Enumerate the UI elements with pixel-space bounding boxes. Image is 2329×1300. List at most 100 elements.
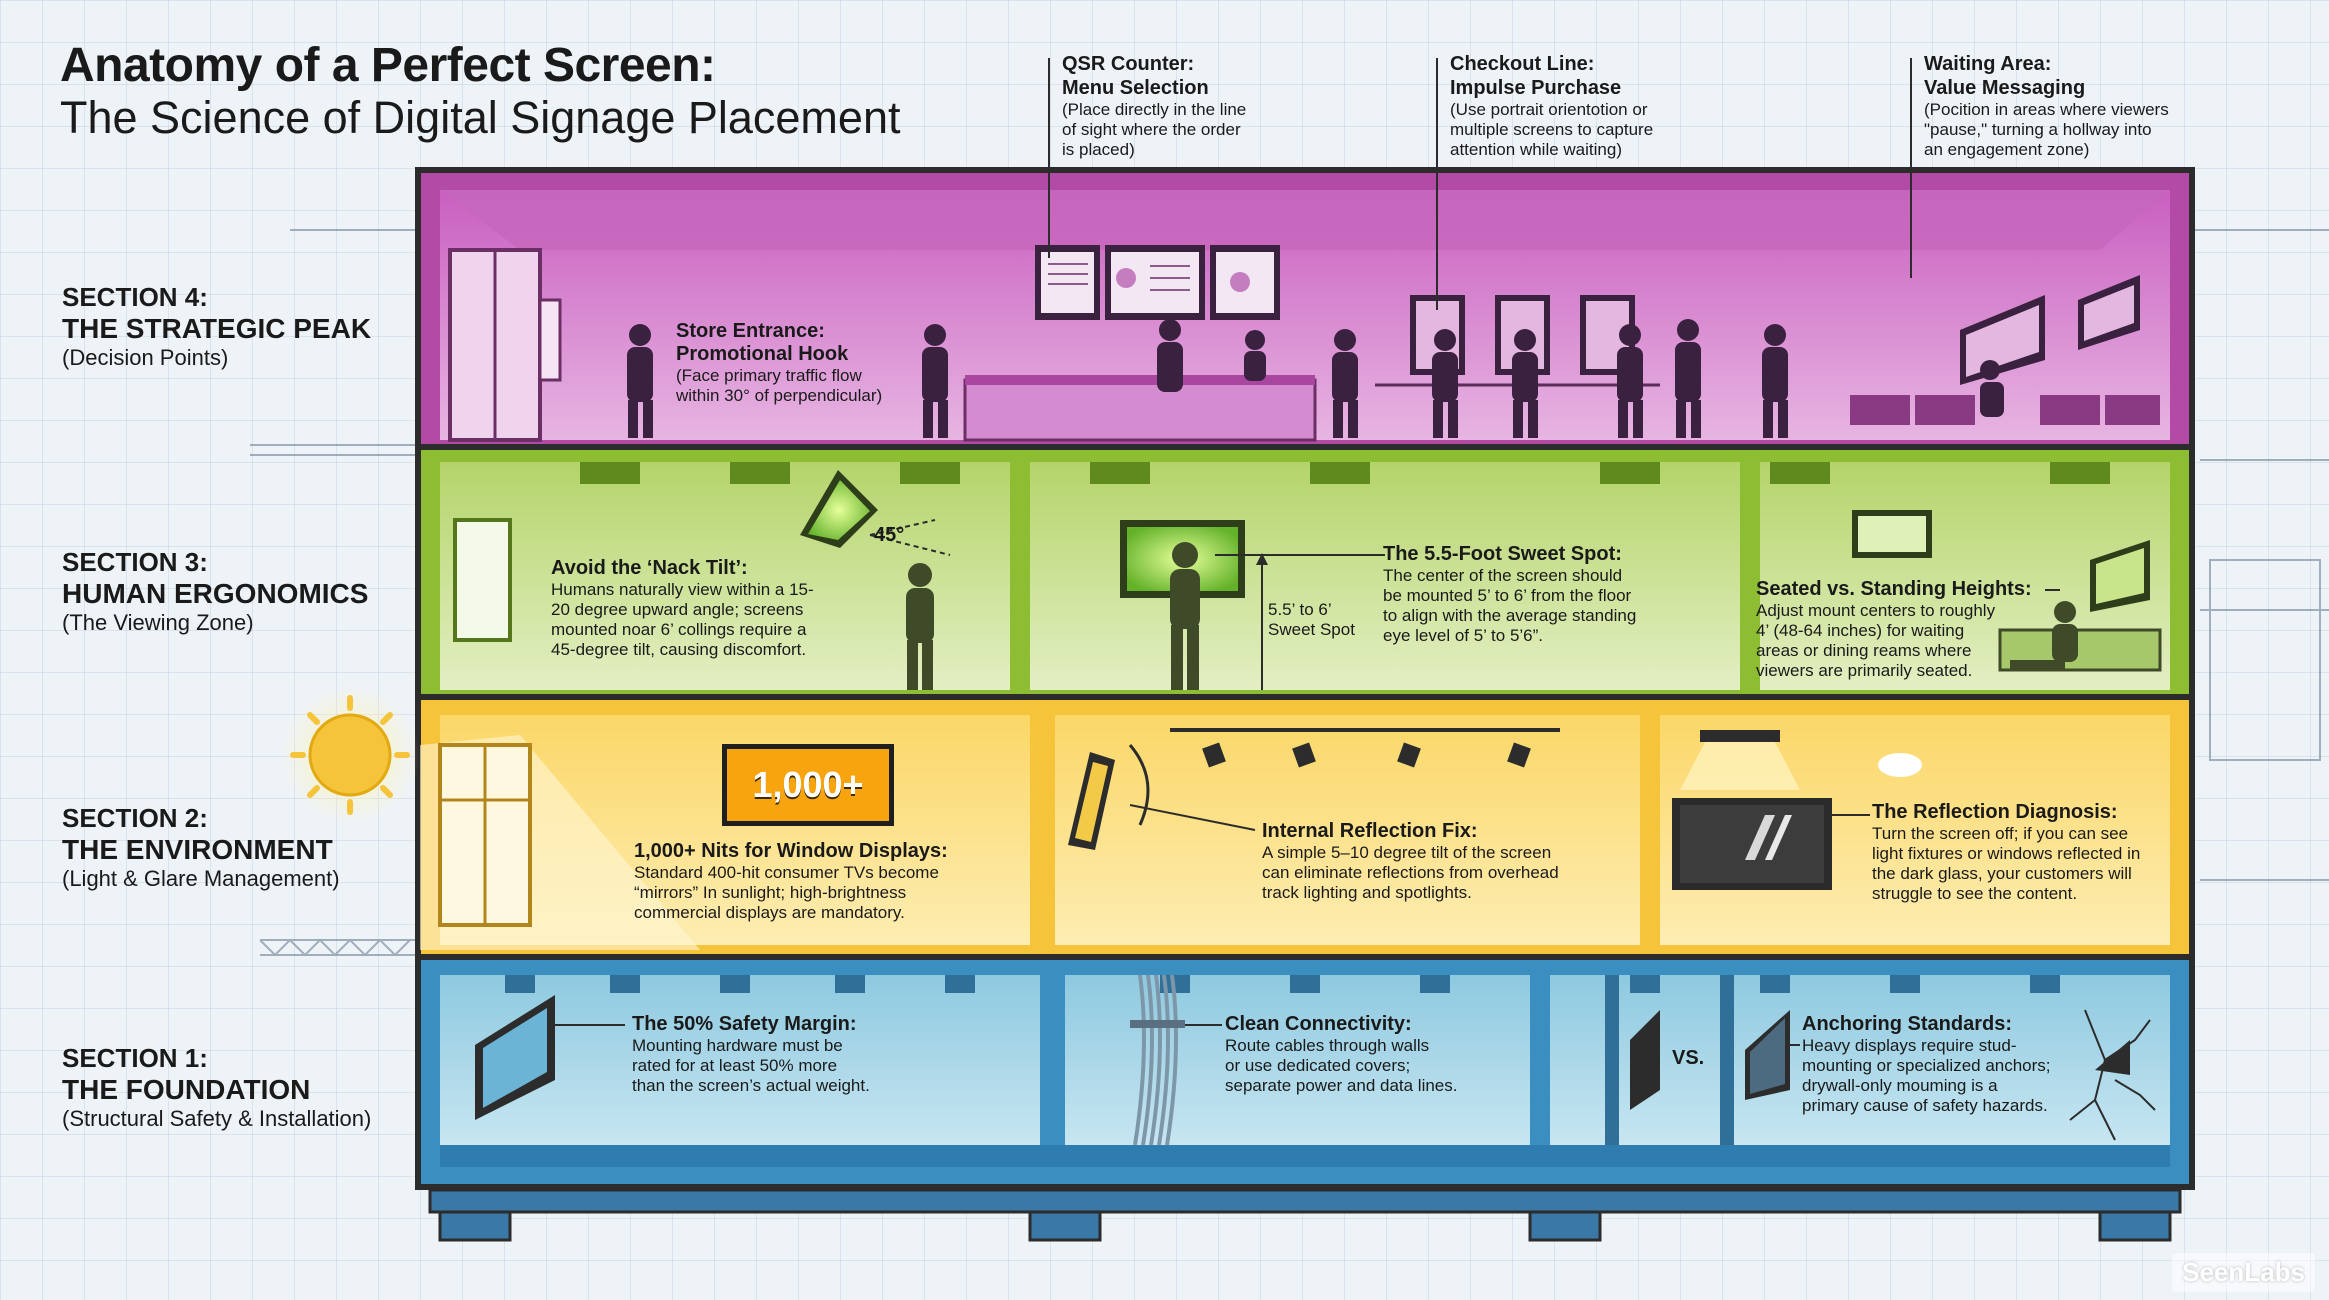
section-subtitle: (Light & Glare Management) bbox=[62, 866, 340, 891]
reflection-diagnosis-screen bbox=[1672, 730, 1922, 890]
callout-title: Menu Selection bbox=[1062, 77, 1209, 99]
callout-title: Store Entrance: bbox=[676, 320, 825, 342]
callout-reflection-diagnosis: The Reflection Diagnosis: Turn the scree… bbox=[1872, 801, 2172, 904]
section-heading: THE FOUNDATION bbox=[62, 1074, 311, 1105]
callout-text: (Place directly in the line bbox=[1062, 100, 1247, 119]
section-heading: THE STRATEGIC PEAK bbox=[62, 313, 372, 344]
nits-badge: 1,000+ bbox=[722, 744, 894, 826]
callout-text: is placed) bbox=[1062, 140, 1135, 159]
callout-sweet-spot: The 5.5-Foot Sweet Spot: The center of t… bbox=[1383, 543, 1683, 646]
callout-internal-reflection: Internal Reflection Fix: A simple 5–10 d… bbox=[1262, 820, 1592, 903]
callout-text: viewers are primarily seated. bbox=[1756, 661, 1973, 680]
callout-text: Mounting hardware must be bbox=[632, 1036, 843, 1055]
callout-text: A simple 5–10 degree tilt of the screen bbox=[1262, 843, 1552, 862]
callout-text: of sight where the order bbox=[1062, 120, 1241, 139]
seated-height-screens bbox=[1852, 510, 2162, 672]
floor-3-human-ergonomics bbox=[415, 444, 2195, 700]
callout-title: Waiting Area: bbox=[1924, 53, 2052, 75]
section-subtitle: (The Viewing Zone) bbox=[62, 610, 254, 635]
callout-seated-heights: Seated vs. Standing Heights: Adjust moun… bbox=[1756, 578, 2046, 681]
callout-title: The Reflection Diagnosis: bbox=[1872, 801, 2118, 823]
neck-tilt-screen bbox=[800, 470, 951, 556]
callout-text: Turn the screen off; if you can see bbox=[1872, 824, 2129, 843]
callout-text: the dark glass, your customers will bbox=[1872, 864, 2132, 883]
callout-text: mounted noar 6’ collings require a bbox=[551, 620, 807, 639]
floor-4-strategic-peak bbox=[415, 167, 2195, 450]
callout-text: eye level of 5’ to 5’6”. bbox=[1383, 626, 1544, 645]
marker-text: 5.5’ to 6’ bbox=[1268, 600, 1332, 619]
sweet-spot-marker: 5.5’ to 6’ Sweet Spot bbox=[1268, 600, 1368, 640]
callout-title: Clean Connectivity: bbox=[1225, 1013, 1412, 1035]
section-heading: HUMAN ERGONOMICS bbox=[62, 578, 369, 609]
callout-text: commercial displays are mandatory. bbox=[634, 903, 905, 922]
callout-waiting-area: Waiting Area: Value Messaging (Pocition … bbox=[1924, 52, 2254, 160]
callout-text: Adjust mount centers to roughly bbox=[1756, 601, 1996, 620]
callout-title: Impulse Purchase bbox=[1450, 77, 1622, 99]
callout-title: Seated vs. Standing Heights: bbox=[1756, 578, 2032, 600]
internal-reflection-tilted-screen bbox=[1068, 744, 1256, 850]
brand-logo: SeenLabs bbox=[2172, 1253, 2315, 1292]
callout-title: Anchoring Standards: bbox=[1802, 1013, 2013, 1035]
section-number: SECTION 4: bbox=[62, 282, 208, 312]
callout-title: QSR Counter: bbox=[1062, 53, 1195, 75]
section-number: SECTION 3: bbox=[62, 547, 208, 577]
callout-text: rated for at least 50% more bbox=[632, 1056, 838, 1075]
callout-text: multiple screens to capture bbox=[1450, 120, 1654, 139]
callout-text: Heavy displays require stud- bbox=[1802, 1036, 2017, 1055]
callout-text: Humans naturally view within a 15- bbox=[551, 580, 814, 599]
callout-title: The 50% Safety Margin: bbox=[632, 1013, 857, 1035]
callout-title: Checkout Line: bbox=[1450, 53, 1595, 75]
top-callout-leaders bbox=[1048, 58, 1912, 310]
callout-text: "pause," turning a hollway into bbox=[1924, 120, 2152, 139]
callout-text: than the screen’s actual weight. bbox=[632, 1076, 870, 1095]
callout-title: 1,000+ Nits for Window Displays: bbox=[634, 840, 948, 862]
callout-anchoring-standards: Anchoring Standards: Heavy displays requ… bbox=[1802, 1013, 2092, 1116]
callout-text: 20 degree upward angle; screens bbox=[551, 600, 804, 619]
callout-text: 4’ (48-64 inches) for waiting bbox=[1756, 621, 1965, 640]
callout-title: The 5.5-Foot Sweet Spot: bbox=[1383, 543, 1622, 565]
callout-title: Avoid the ‘Nack Tilt’: bbox=[551, 557, 748, 579]
marker-text: Sweet Spot bbox=[1268, 620, 1355, 639]
section-subtitle: (Structural Safety & Installation) bbox=[62, 1106, 372, 1131]
qsr-counter bbox=[963, 378, 1317, 442]
callout-store-entrance: Store Entrance: Promotional Hook (Face p… bbox=[676, 320, 936, 406]
callout-text: track lighting and spotlights. bbox=[1262, 883, 1472, 902]
vs-label: VS. bbox=[1672, 1047, 1705, 1069]
callout-text: areas or dining reams where bbox=[1756, 641, 1972, 660]
section-heading: THE ENVIRONMENT bbox=[62, 834, 333, 865]
floor-3-people bbox=[906, 542, 2078, 690]
callout-text: (Pocition in areas where viewers bbox=[1924, 100, 2169, 119]
callout-text: Standard 400-hit consumer TVs become bbox=[634, 863, 939, 882]
waiting-area-screens bbox=[1960, 275, 2140, 385]
sun-icon bbox=[280, 685, 420, 825]
menu-board-screens bbox=[1035, 245, 1280, 320]
cracked-wall-icon bbox=[2069, 1009, 2156, 1141]
callout-text: 45-degree tilt, causing discomfort. bbox=[551, 640, 807, 659]
section-4-label: SECTION 4: THE STRATEGIC PEAK (Decision … bbox=[62, 282, 422, 372]
section-1-label: SECTION 1: THE FOUNDATION (Structural Sa… bbox=[62, 1043, 422, 1133]
callout-text: (Face primary traffic flow bbox=[676, 366, 862, 385]
callout-clean-connectivity: Clean Connectivity: Route cables through… bbox=[1225, 1013, 1505, 1096]
scaffold-lines bbox=[250, 229, 2329, 957]
section-2-label: SECTION 2: THE ENVIRONMENT (Light & Glar… bbox=[62, 803, 422, 893]
callout-text: an engagement zone) bbox=[1924, 140, 2090, 159]
callout-text: primary cause of safety hazards. bbox=[1802, 1096, 2048, 1115]
callout-qsr-counter: QSR Counter: Menu Selection (Place direc… bbox=[1062, 52, 1362, 160]
callout-neck-tilt: Avoid the ‘Nack Tilt’: Humans naturally … bbox=[551, 557, 851, 660]
callout-title: Promotional Hook bbox=[676, 343, 849, 365]
callout-safety-margin: The 50% Safety Margin: Mounting hardware… bbox=[632, 1013, 912, 1096]
callout-title: Value Messaging bbox=[1924, 77, 2086, 99]
callout-text: (Use portrait orientotion or bbox=[1450, 100, 1648, 119]
section-3-label: SECTION 3: HUMAN ERGONOMICS (The Viewing… bbox=[62, 547, 422, 637]
waiting-seats bbox=[1850, 395, 2160, 425]
callout-text: mounting or specialized anchors; bbox=[1802, 1056, 2051, 1075]
floor-3-window bbox=[453, 518, 512, 642]
page-title: Anatomy of a Perfect Screen: bbox=[60, 39, 716, 92]
callout-text: struggle to see the content. bbox=[1872, 884, 2078, 903]
callout-text: or use dedicated covers; bbox=[1225, 1056, 1411, 1075]
cable-bundle bbox=[1133, 974, 1178, 1146]
callout-text: The center of the screen should bbox=[1383, 566, 1623, 585]
callout-text: can eliminate reflections from overhead bbox=[1262, 863, 1559, 882]
callout-text: within 30° of perpendicular) bbox=[676, 386, 883, 405]
